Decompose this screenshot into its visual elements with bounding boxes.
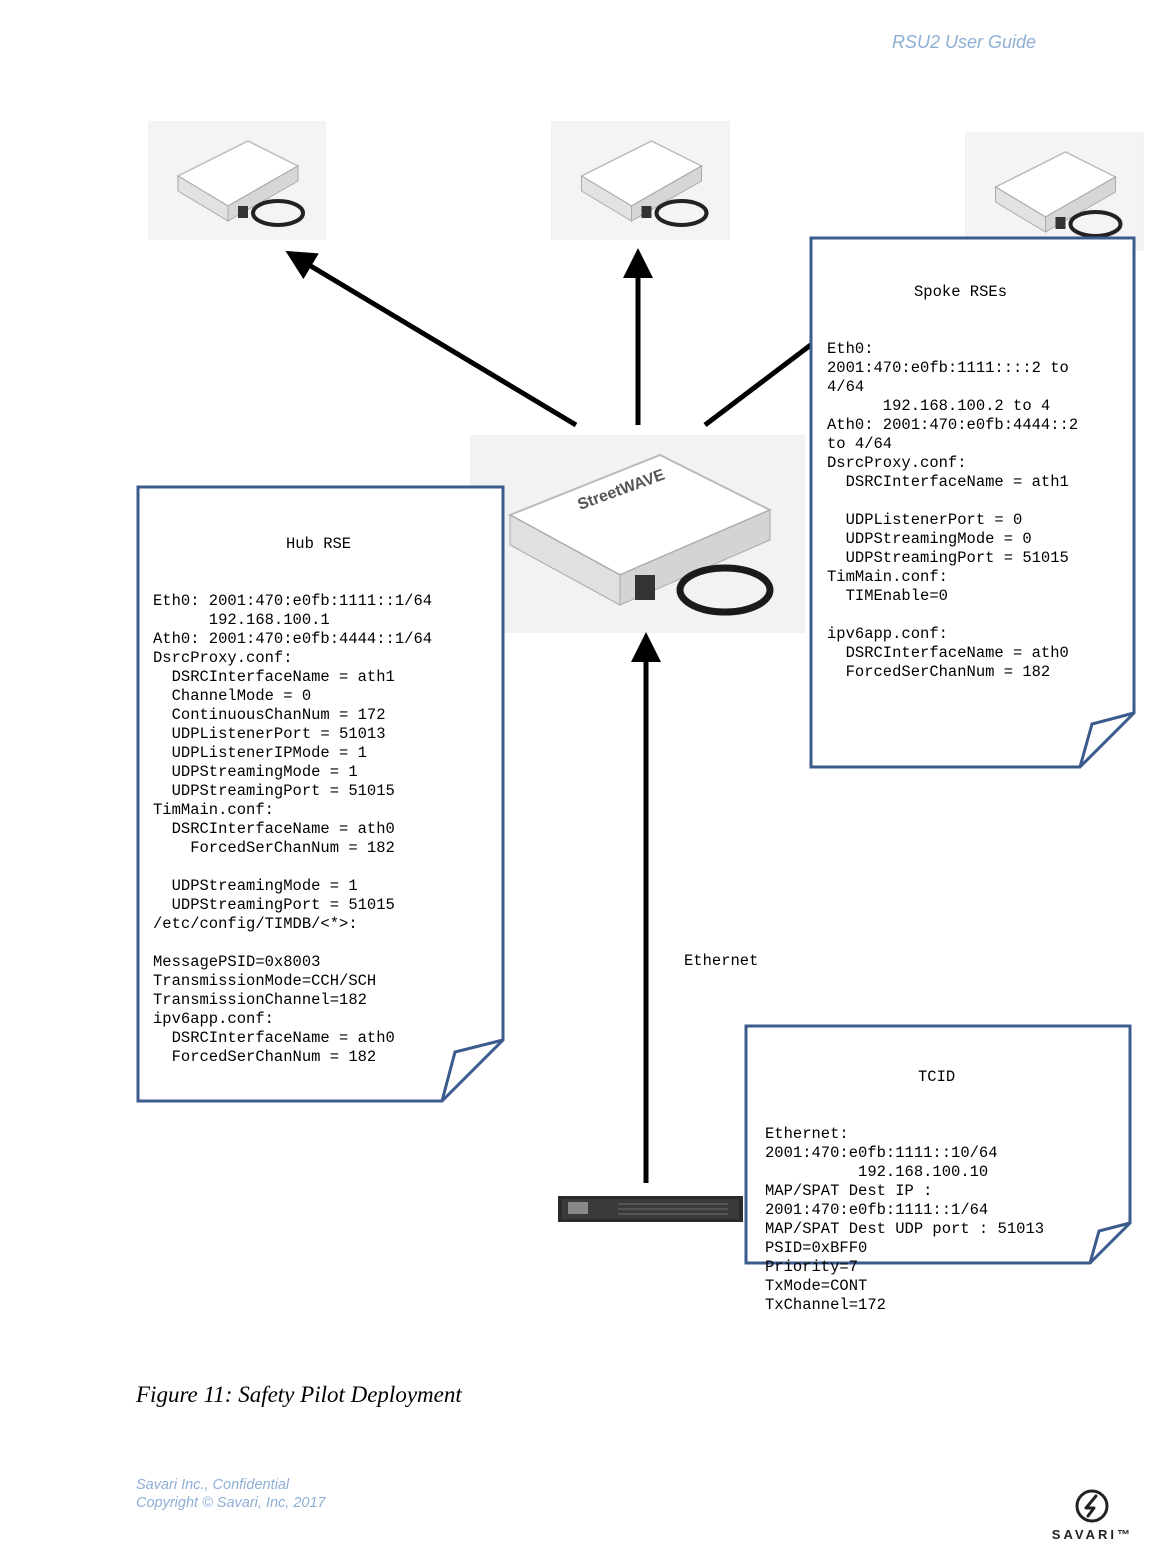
tcid-server-image — [558, 1186, 743, 1224]
spoke-rse-photo-center — [551, 121, 730, 240]
config-line: TimMain.conf: — [827, 568, 948, 586]
config-line: ForcedSerChanNum = 182 — [153, 1048, 377, 1066]
config-line: Ethernet: — [765, 1125, 849, 1143]
footer-confidential: Savari Inc., Confidential — [136, 1477, 290, 1493]
config-line: UDPStreamingPort = 51015 — [827, 549, 1069, 567]
tcid-note-fold — [1088, 1221, 1131, 1264]
config-line: 192.168.100.2 to 4 — [827, 397, 1051, 415]
config-line: DSRCInterfaceName = ath1 — [827, 473, 1069, 491]
spoke-rse-note-title: Spoke RSEs — [914, 283, 1008, 301]
hub-rse-note-title: Hub RSE — [286, 535, 352, 553]
rse-device-icon — [551, 121, 730, 240]
hub-rse-config-lines: Eth0: 2001:470:e0fb:1111::1/64 192.168.1… — [153, 592, 498, 1067]
arrow-to-right-spoke — [703, 342, 814, 427]
config-line: ipv6app.conf: — [827, 625, 948, 643]
config-line: to 4/64 — [827, 435, 893, 453]
spoke-rse-photo-left — [148, 121, 326, 240]
config-line: TransmissionChannel=182 — [153, 991, 367, 1009]
config-line: 2001:470:e0fb:1111::10/64 — [765, 1144, 998, 1162]
arrow-to-left-spoke — [285, 250, 578, 428]
config-line: ContinuousChanNum = 172 — [153, 706, 386, 724]
config-line: Eth0: — [827, 340, 874, 358]
tcid-note-title: TCID — [918, 1068, 956, 1086]
config-line: DSRCInterfaceName = ath0 — [153, 1029, 395, 1047]
config-line: 4/64 — [827, 378, 865, 396]
figure-caption: Figure 11: Safety Pilot Deployment — [136, 1382, 462, 1407]
config-line: UDPListenerIPMode = 1 — [153, 744, 367, 762]
ethernet-label: Ethernet — [684, 952, 759, 970]
config-line: TxMode=CONT — [765, 1277, 868, 1295]
config-line: PSID=0xBFF0 — [765, 1239, 868, 1257]
config-line: MAP/SPAT Dest UDP port : 51013 — [765, 1220, 1045, 1238]
spoke-rse-photo-right — [965, 132, 1144, 251]
server-rack-icon — [558, 1196, 743, 1222]
hub-rse-photo: StreetWAVE — [470, 435, 805, 633]
config-line: TimMain.conf: — [153, 801, 274, 819]
config-line: DSRCInterfaceName = ath1 — [153, 668, 395, 686]
rse-device-icon: StreetWAVE — [470, 435, 805, 633]
config-line: TIMEnable=0 — [827, 587, 948, 605]
hub-rse-note-frame — [136, 485, 505, 1103]
document-title: RSU2 User Guide — [891, 32, 1036, 52]
config-line — [153, 934, 498, 953]
tcid-note: TCID Ethernet:2001:470:e0fb:1111::10/64 … — [765, 1030, 1125, 1334]
rse-device-icon — [965, 132, 1144, 251]
config-line: UDPStreamingMode = 1 — [153, 763, 358, 781]
savari-logo-text: SAVARI™ — [1051, 1527, 1133, 1542]
config-line — [827, 606, 1127, 625]
config-line: UDPListenerPort = 0 — [827, 511, 1023, 529]
config-line: 192.168.100.10 — [765, 1163, 989, 1181]
footer-copyright: Copyright © Savari, Inc, 2017 — [136, 1495, 326, 1511]
config-line — [827, 492, 1127, 511]
config-line: Eth0: 2001:470:e0fb:1111::1/64 — [153, 592, 433, 610]
config-line: DsrcProxy.conf: — [153, 649, 293, 667]
config-line: MessagePSID=0x8003 — [153, 953, 321, 971]
tcid-note-frame — [744, 1024, 1132, 1265]
config-line: Priority=7 — [765, 1258, 859, 1276]
spoke-rse-note: Spoke RSEs Eth0:2001:470:e0fb:1111::::2 … — [827, 245, 1127, 701]
config-line: MAP/SPAT Dest IP : — [765, 1182, 933, 1200]
footer: Savari Inc., Confidential Copyright © Sa… — [136, 1476, 326, 1512]
config-line: TxChannel=172 — [765, 1296, 886, 1314]
config-line: /etc/config/TIMDB/<*>: — [153, 915, 358, 933]
config-line: 192.168.100.1 — [153, 611, 330, 629]
config-line: UDPStreamingPort = 51015 — [153, 782, 395, 800]
savari-logo-icon — [1075, 1489, 1109, 1523]
tcid-config-lines: Ethernet:2001:470:e0fb:1111::10/64 192.1… — [765, 1125, 1125, 1315]
config-line: ipv6app.conf: — [153, 1010, 274, 1028]
spoke-rse-note-fold — [1078, 711, 1135, 768]
config-line: ForcedSerChanNum = 182 — [827, 663, 1051, 681]
config-line: ChannelMode = 0 — [153, 687, 312, 705]
rse-device-icon — [148, 121, 326, 240]
hub-rse-note: Hub RSE Eth0: 2001:470:e0fb:1111::1/64 1… — [153, 497, 498, 1086]
config-line: Ath0: 2001:470:e0fb:4444::1/64 — [153, 630, 433, 648]
config-line: 2001:470:e0fb:1111::1/64 — [765, 1201, 989, 1219]
config-line: UDPStreamingMode = 1 — [153, 877, 358, 895]
hub-rse-note-fold — [440, 1038, 504, 1102]
config-line: ForcedSerChanNum = 182 — [153, 839, 395, 857]
spoke-rse-note-frame — [809, 236, 1136, 769]
savari-logo — [1074, 1488, 1110, 1524]
config-line: DSRCInterfaceName = ath0 — [153, 820, 395, 838]
config-line: DSRCInterfaceName = ath0 — [827, 644, 1069, 662]
config-line: 2001:470:e0fb:1111::::2 to — [827, 359, 1069, 377]
config-line: Ath0: 2001:470:e0fb:4444::2 — [827, 416, 1079, 434]
config-line: UDPStreamingMode = 0 — [827, 530, 1032, 548]
config-line: UDPListenerPort = 51013 — [153, 725, 386, 743]
config-line: DsrcProxy.conf: — [827, 454, 967, 472]
config-line: TransmissionMode=CCH/SCH — [153, 972, 377, 990]
config-line — [153, 858, 498, 877]
config-line: UDPStreamingPort = 51015 — [153, 896, 395, 914]
